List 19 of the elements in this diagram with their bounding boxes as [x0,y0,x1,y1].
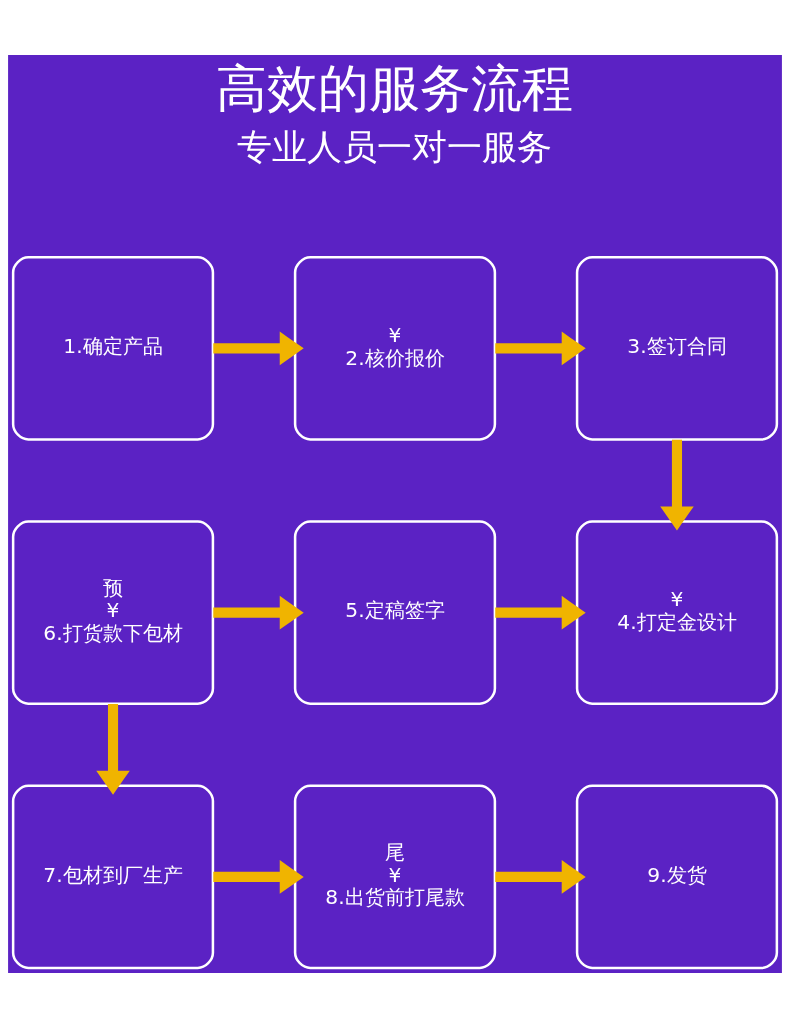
node-box: 7.包材到厂生产 [11,784,215,970]
arrow [495,860,586,894]
node-box: 3.签订合同 [575,256,779,441]
node-box: 5.定稿签字 [293,520,497,705]
node-box: 9.发货 [575,784,779,970]
arrow [96,703,130,795]
arrow [495,595,586,630]
arrow [495,331,586,366]
label: 专业人员一对一服务 [237,126,553,168]
node-box: 尾 ¥ 8.出货前打尾款 [293,784,497,970]
node-box: ¥ 4.打定金设计 [575,520,779,705]
arrow [660,439,694,531]
arrow [213,595,304,630]
node-box: 预 ¥ 6.打货款下包材 [11,520,215,705]
node-box: ¥ 2.核价报价 [293,256,497,441]
arrow [213,331,304,366]
node-box: 1.确定产品 [11,256,215,441]
arrow [213,860,304,894]
diagram-title: 高效的服务流程 [216,58,574,118]
